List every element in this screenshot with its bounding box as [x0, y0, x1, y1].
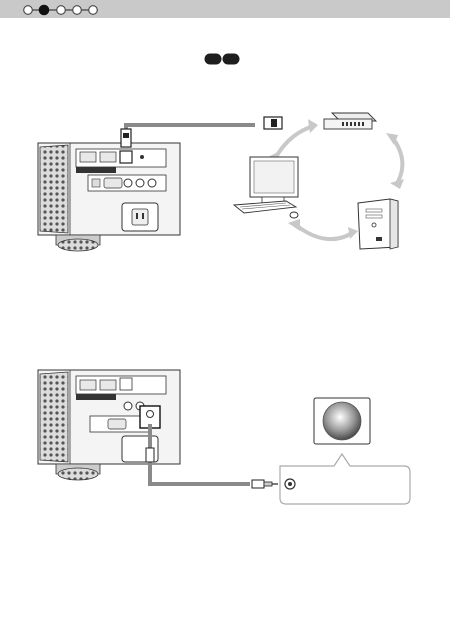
mini-plug — [251, 479, 278, 489]
double-pill-icon — [204, 53, 240, 65]
lan-cable — [120, 116, 283, 148]
lan-connection-figure — [37, 112, 405, 252]
link-arrows — [268, 119, 405, 242]
trigger-jack-callout — [279, 452, 411, 505]
trigger-connection-figure — [37, 369, 411, 505]
step-5-dot — [88, 5, 98, 15]
step-2-dot-active — [38, 4, 50, 16]
server — [357, 198, 399, 250]
computer — [232, 156, 299, 219]
step-indicator — [23, 4, 98, 16]
step-1-dot — [23, 5, 33, 15]
step-4-dot — [72, 5, 82, 15]
speaker-device — [313, 397, 371, 445]
projector-rear-panel — [37, 142, 181, 252]
projector-rear-panel — [37, 369, 181, 481]
step-3-dot — [56, 5, 66, 15]
trigger-cable — [145, 424, 250, 486]
lan-hub — [323, 112, 378, 130]
header-bar — [0, 0, 450, 18]
